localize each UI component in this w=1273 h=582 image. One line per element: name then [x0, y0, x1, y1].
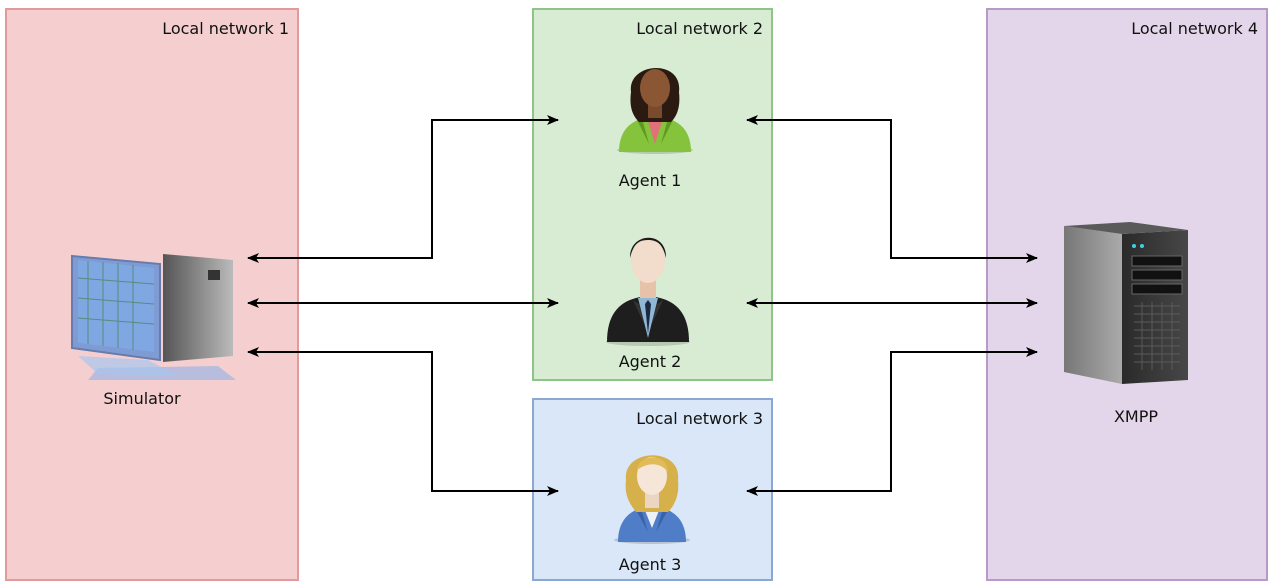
xmpp-label: XMPP	[1113, 407, 1159, 426]
blonde-woman-icon	[614, 455, 690, 544]
connector-agent1-xmpp	[746, 115, 1038, 263]
local-network-4-title: Local network 4	[1131, 19, 1258, 38]
businessman-icon	[606, 237, 690, 346]
agent1-label: Agent 1	[618, 171, 682, 190]
connector-simulator-agent3	[247, 347, 559, 496]
agent2-label: Agent 2	[618, 352, 682, 371]
tower-server-icon	[1064, 222, 1188, 384]
simulator-label: Simulator	[103, 389, 181, 408]
agent3-label: Agent 3	[618, 555, 682, 574]
businesswoman-icon	[617, 67, 693, 154]
connector-simulator-agent1	[247, 115, 559, 263]
local-network-3-title: Local network 3	[636, 409, 763, 428]
desktop-computer-icon	[71, 254, 236, 380]
connector-agent3-xmpp	[746, 347, 1038, 496]
local-network-1-title: Local network 1	[162, 19, 289, 38]
local-network-2-title: Local network 2	[636, 19, 763, 38]
